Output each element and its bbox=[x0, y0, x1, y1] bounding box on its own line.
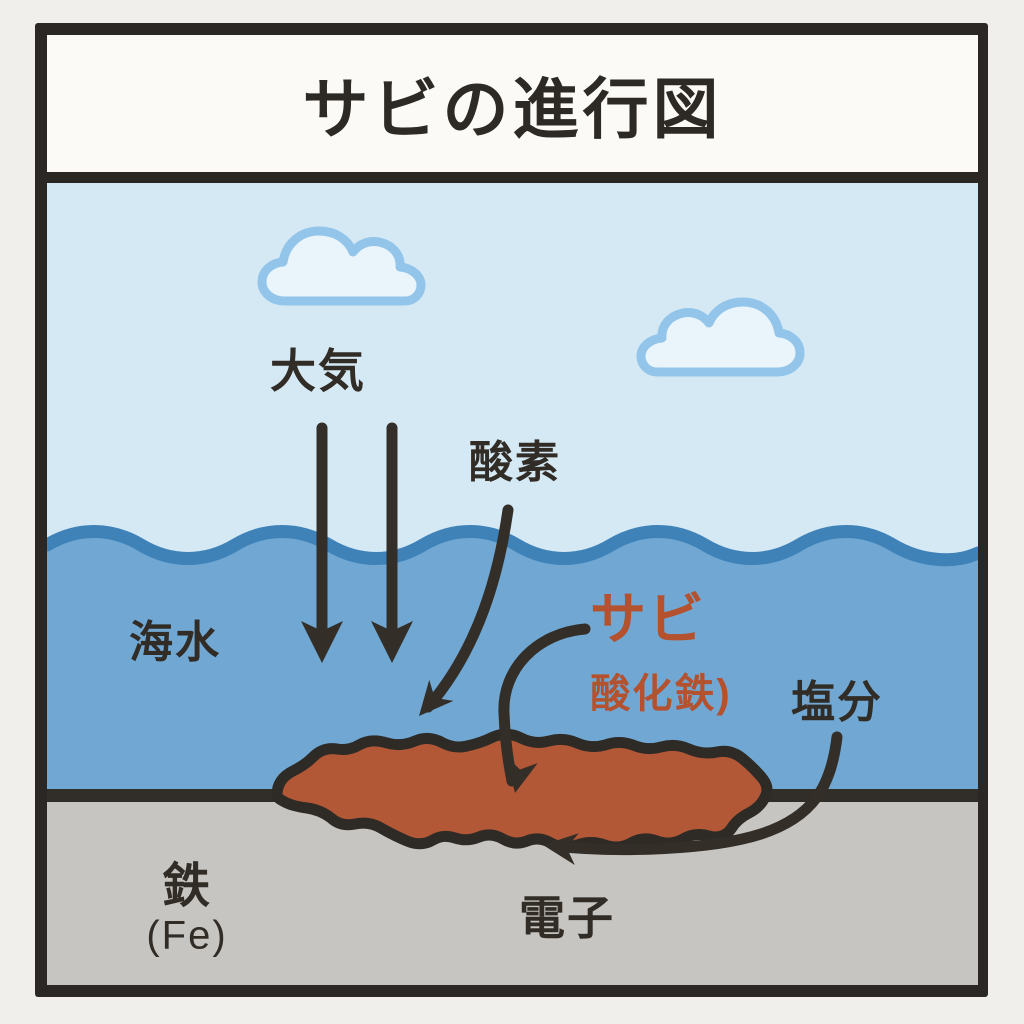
label-seawater: 海水 bbox=[129, 618, 221, 667]
scene-canvas bbox=[47, 183, 978, 985]
label-oxygen: 酸素 bbox=[469, 438, 561, 487]
label-iron-oxide: 酸化鉄) bbox=[590, 672, 732, 716]
label-salt: 塩分 bbox=[791, 678, 883, 727]
curved-arrow-icon bbox=[498, 623, 591, 793]
label-atmosphere: 大気 bbox=[270, 345, 366, 397]
wave-crest bbox=[47, 525, 978, 567]
label-rust: サビ bbox=[590, 587, 706, 651]
cloud-icon bbox=[636, 297, 805, 377]
down-arrow-icon bbox=[301, 422, 343, 663]
label-electron: 電子 bbox=[519, 892, 615, 944]
cloud-icon bbox=[257, 226, 426, 306]
title-bar: サビの進行図 bbox=[47, 35, 978, 172]
label-iron-symbol: (Fe) bbox=[146, 913, 228, 958]
down-arrow-icon bbox=[371, 422, 413, 663]
diagram-scene: 大気 酸素 海水 サビ 酸化鉄) 塩分 鉄 (Fe) 電子 bbox=[47, 183, 978, 985]
page-title: サビの進行図 bbox=[302, 71, 723, 146]
label-iron: 鉄 bbox=[161, 860, 213, 913]
curved-arrow-icon bbox=[543, 731, 843, 866]
rust-blob bbox=[271, 728, 773, 853]
curved-arrow-icon bbox=[419, 504, 514, 716]
